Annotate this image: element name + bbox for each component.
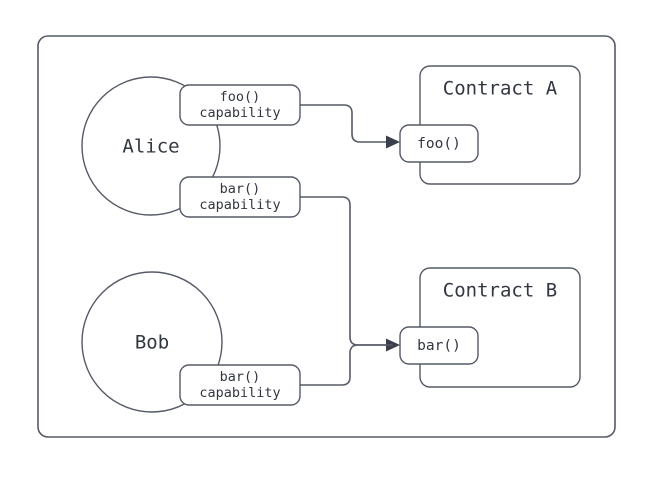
edge-bob-bar-path bbox=[299, 344, 393, 386]
edge-bob-bar-to-contract-b bbox=[299, 344, 393, 386]
edge-alice-foo-to-contract-a bbox=[299, 104, 400, 149]
contract-a-foo-box[interactable] bbox=[399, 124, 479, 163]
contract-a-method-foo[interactable]: foo() bbox=[399, 124, 479, 163]
bob-bar-capability[interactable]: bar() capability bbox=[179, 364, 301, 406]
contract-b-label: Contract B bbox=[443, 280, 557, 302]
alice-bar-capability-line2: capability bbox=[199, 197, 280, 213]
edge-alice-foo-path bbox=[299, 104, 393, 143]
bob-bar-capability-box[interactable] bbox=[179, 364, 301, 406]
edge-alice-bar-to-contract-b bbox=[299, 196, 400, 352]
alice-label: Alice bbox=[122, 136, 179, 158]
alice-foo-capability-line1: foo() bbox=[220, 89, 261, 105]
bob-label: Bob bbox=[135, 332, 169, 354]
edge-alice-bar-arrowhead bbox=[386, 338, 400, 352]
alice-bar-capability-box[interactable] bbox=[179, 176, 301, 218]
edge-alice-foo-arrowhead bbox=[386, 135, 400, 149]
alice-foo-capability-line2: capability bbox=[199, 105, 280, 121]
contract-b-bar-label: bar() bbox=[417, 338, 461, 354]
contract-b-bar-box[interactable] bbox=[399, 326, 479, 365]
contract-a-label: Contract A bbox=[443, 78, 558, 100]
bob-bar-capability-line2: capability bbox=[199, 385, 280, 401]
contract-b-method-bar[interactable]: bar() bbox=[399, 326, 479, 365]
contract-a-foo-label: foo() bbox=[417, 136, 461, 152]
alice-bar-capability-line1: bar() bbox=[220, 181, 261, 197]
alice-foo-capability[interactable]: foo() capability bbox=[179, 84, 301, 126]
edge-alice-bar-path bbox=[299, 196, 393, 346]
bob-bar-capability-line1: bar() bbox=[220, 369, 261, 385]
alice-foo-capability-box[interactable] bbox=[179, 84, 301, 126]
alice-bar-capability[interactable]: bar() capability bbox=[179, 176, 301, 218]
